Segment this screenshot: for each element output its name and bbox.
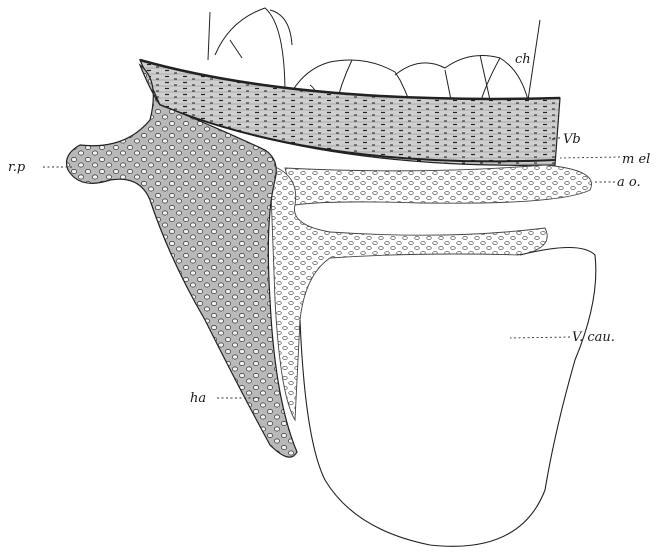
- label-vcau: V. cau.: [572, 330, 615, 345]
- aorta-region: [285, 165, 592, 205]
- label-ch: ch: [515, 52, 531, 67]
- label-vb: Vb: [563, 132, 581, 147]
- label-ao: a o.: [617, 175, 641, 190]
- label-ha: ha: [190, 391, 206, 406]
- caudal-vein: [300, 248, 596, 547]
- label-rp: r.p: [8, 160, 26, 175]
- label-mel: m el: [622, 152, 650, 167]
